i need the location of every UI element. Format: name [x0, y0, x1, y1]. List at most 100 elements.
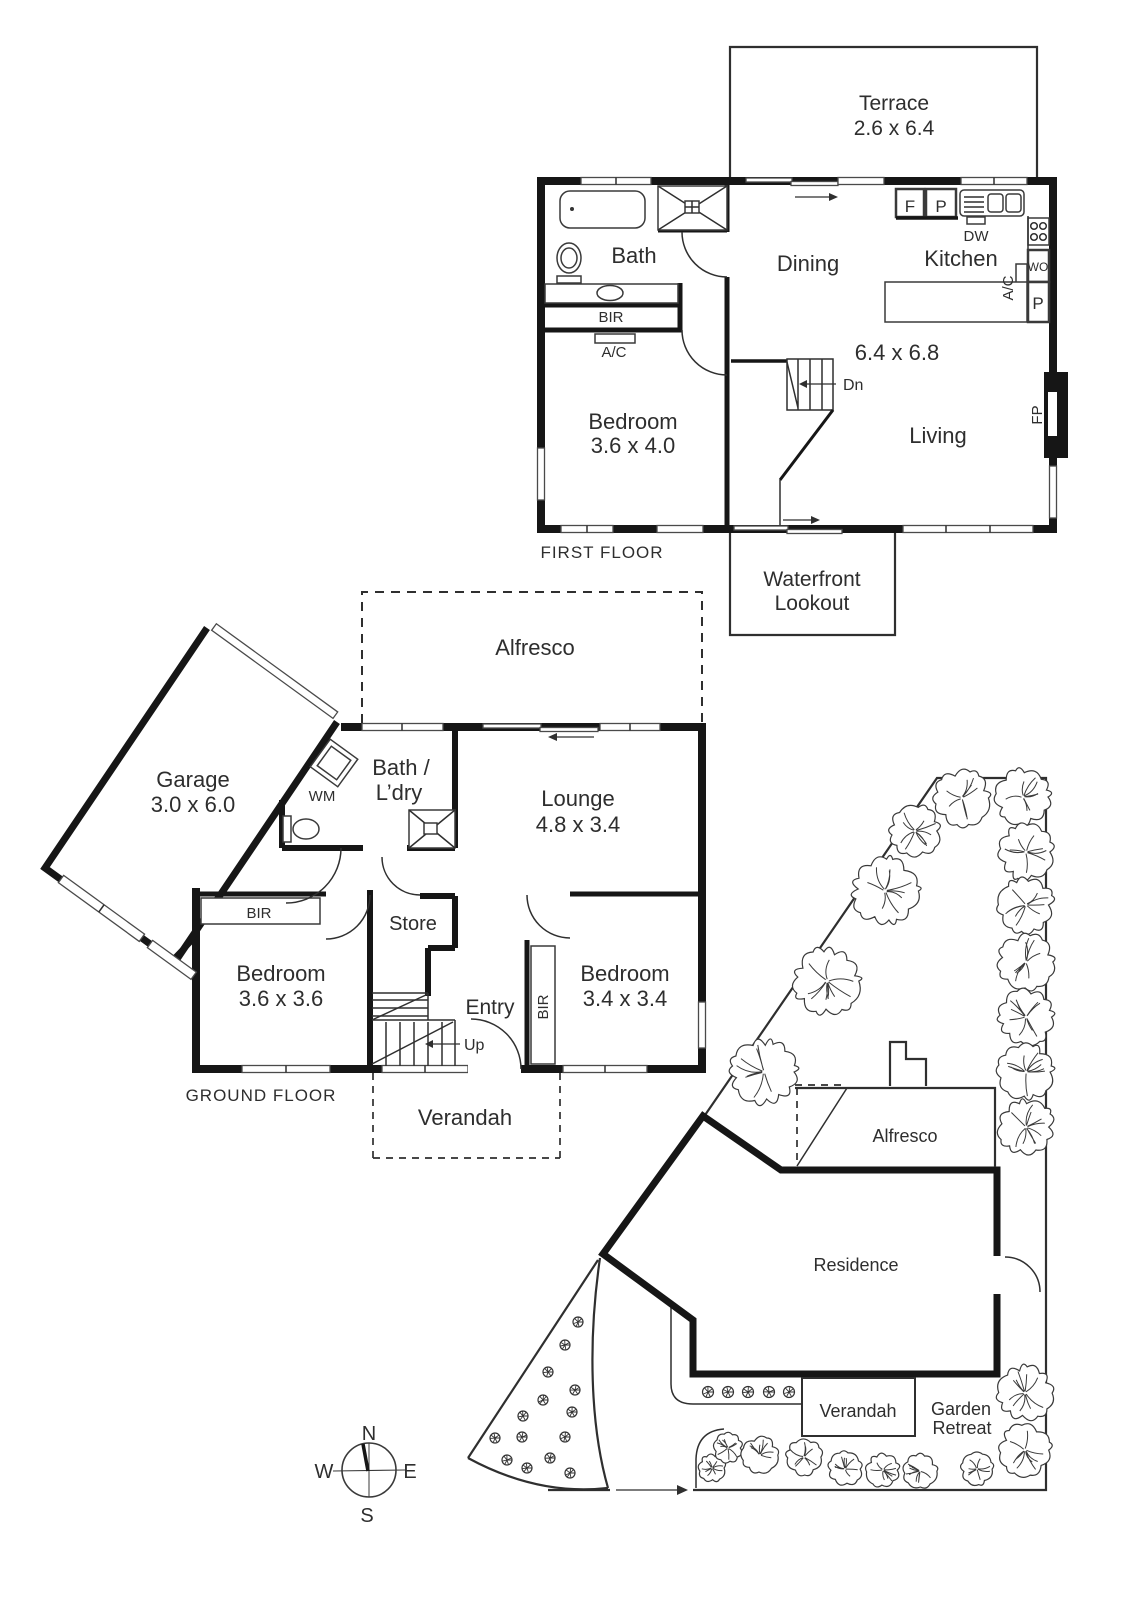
pantry2-box — [1026, 280, 1051, 324]
toilet-tank — [282, 815, 292, 843]
tree-canopy — [996, 876, 1056, 935]
label-living: Living — [909, 423, 966, 448]
site-alfresco-dashed — [795, 1084, 845, 1166]
tree-canopy — [997, 822, 1055, 882]
lookout-outline — [728, 533, 897, 637]
label-first-floor: FIRST FLOOR — [540, 543, 663, 562]
label-bedroom1: Bedroom — [236, 961, 325, 986]
tree-canopy — [960, 1451, 995, 1487]
door-arc — [1004, 1256, 1041, 1293]
tree-branches — [870, 1462, 897, 1482]
label-bir: BIR — [598, 309, 623, 326]
label-living-dims: 6.4 x 6.8 — [855, 340, 939, 365]
tree-canopy — [998, 1423, 1053, 1478]
shrub-icon — [542, 1366, 554, 1378]
compass-needle — [361, 1443, 370, 1472]
tree-icon — [996, 876, 1056, 935]
label-bath-ldry-2: L’dry — [376, 780, 422, 805]
tree-canopy — [996, 987, 1056, 1047]
bathtub-icon — [559, 190, 646, 229]
tree-canopy — [864, 1452, 901, 1488]
shrub-icon — [559, 1339, 571, 1351]
label-garden-1: Garden — [931, 1399, 991, 1419]
tree-canopy — [712, 1431, 743, 1464]
wall — [279, 723, 458, 851]
window — [697, 1001, 707, 1049]
tree-branches — [736, 1044, 772, 1098]
burner — [1038, 232, 1048, 242]
label-dishwasher: DW — [964, 228, 990, 245]
tree-canopy — [728, 1038, 800, 1107]
label-site-alfresco: Alfresco — [872, 1126, 937, 1146]
door-gap — [990, 1256, 1004, 1294]
tree-icon — [902, 1452, 939, 1489]
label-garage-dims: 3.0 x 6.0 — [151, 792, 235, 817]
label-lookout-1: Waterfront — [763, 568, 860, 591]
label-wm: WM — [309, 788, 336, 805]
garage-door — [210, 622, 339, 720]
label-ac: A/C — [601, 344, 626, 361]
shrub-icon — [517, 1410, 529, 1422]
label-stairs-up: Up — [464, 1037, 485, 1054]
tree-icon — [728, 1038, 800, 1107]
tree-icon — [864, 1452, 901, 1488]
label-garden-2: Retreat — [932, 1418, 991, 1438]
tree-canopy — [888, 804, 941, 858]
tree-icon — [996, 932, 1056, 992]
shrub-icon — [489, 1432, 501, 1444]
label-bir1: BIR — [246, 905, 271, 922]
label-alfresco: Alfresco — [495, 635, 574, 660]
compass-s: S — [360, 1505, 373, 1527]
label-lounge-dims: 4.8 x 3.4 — [536, 812, 620, 837]
bathtub-drain — [570, 207, 574, 211]
terrace-outline — [728, 45, 1039, 181]
label-fridge: F — [905, 197, 915, 216]
label-bedroom1-dims: 3.6 x 3.6 — [239, 986, 323, 1011]
label-garage: Garage — [156, 767, 229, 792]
sliding-door-panel — [790, 180, 839, 187]
shrub-icon — [569, 1384, 581, 1396]
toilet-base — [556, 275, 582, 284]
tree-canopy — [932, 768, 992, 829]
tree-branches — [1008, 1371, 1044, 1412]
tree-icon — [993, 767, 1053, 827]
door-arc — [681, 329, 728, 376]
washing-machine-icon — [309, 738, 359, 788]
label-terrace: Terrace — [859, 92, 929, 115]
tree-branches — [701, 1460, 724, 1476]
first-floor-plan: Terrace 2.6 x 6.4 Bath BIR A/C Bedroom 3… — [536, 45, 1068, 637]
site-alfresco-diagonal — [796, 1087, 848, 1167]
shrub-icon — [572, 1316, 584, 1328]
tree-branches — [1004, 835, 1047, 873]
label-pantry: P — [935, 197, 946, 216]
tree-canopy — [785, 1438, 824, 1477]
tree-branches — [1009, 1430, 1044, 1470]
sliding-door-panel — [482, 723, 542, 729]
label-bedroom: Bedroom — [588, 409, 677, 434]
tree-icon — [932, 768, 992, 829]
label-bedroom-dims: 3.6 x 4.0 — [591, 433, 675, 458]
tree-canopy — [993, 767, 1053, 827]
tree-branches — [834, 1456, 858, 1477]
tree-icon — [996, 987, 1056, 1047]
shrub-icon — [701, 1385, 715, 1399]
tree-branches — [968, 1458, 991, 1480]
garden-path — [695, 1428, 725, 1488]
tree-icon — [740, 1435, 780, 1474]
compass-e: E — [403, 1461, 416, 1483]
tree-icon — [996, 1098, 1055, 1156]
verandah-outline — [372, 1073, 561, 1159]
stair-diagonal — [371, 1021, 454, 1065]
tree-branches — [807, 959, 854, 1000]
tree-branches — [1013, 937, 1041, 982]
up-arrowhead — [425, 1040, 433, 1048]
tree-branches — [1005, 777, 1039, 811]
dishwasher-icon — [966, 216, 986, 225]
tree-icon — [960, 1451, 995, 1487]
site-alfresco-outline — [795, 1086, 997, 1167]
tree-branches — [905, 1463, 931, 1483]
site-verandah-outline — [801, 1377, 916, 1437]
driveway-edge — [467, 1259, 599, 1459]
sink-basin — [1005, 193, 1022, 213]
tree-branches — [1009, 999, 1041, 1037]
